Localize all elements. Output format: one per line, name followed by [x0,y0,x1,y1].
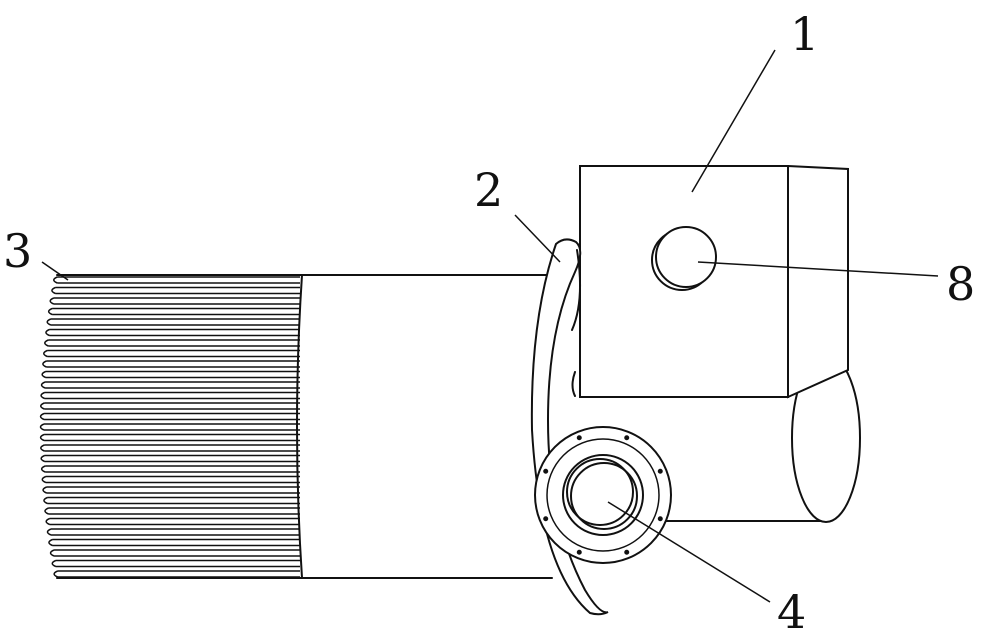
label-part-8: 8 [946,257,975,311]
fin-rib [39,423,300,431]
box-housing [579,164,849,399]
fin-rib [44,507,300,515]
bolt-hole [624,549,630,555]
label-part-2: 2 [474,163,503,217]
fin-rib [51,286,300,295]
cooling-fins [39,274,303,579]
fin-rib [45,517,300,526]
fin-rib [45,328,300,337]
fin-rib [43,496,300,505]
label-part-4: 4 [777,585,806,636]
bolt-hole [576,435,582,441]
fin-rib [43,349,300,358]
bolt-hole [543,516,549,522]
bolt-hole [543,468,549,474]
fin-rib [53,570,300,578]
fin-rib [49,549,300,557]
fin-rib [41,475,300,484]
fin-rib [40,444,300,452]
bolt-hole [657,468,663,474]
fin-rib [53,276,300,284]
fin-rib [39,433,300,442]
fin-rib [51,559,300,568]
fin-rib [40,465,300,473]
flange [534,426,672,564]
fin-rib [46,318,300,326]
fin-rib [41,370,300,379]
fin-rib [40,402,300,410]
knob [651,226,717,291]
fin-rib [42,486,300,494]
fin-rib [46,528,300,536]
fin-rib [47,307,300,316]
fin-rib [44,339,300,347]
fin-rib [40,381,300,389]
fin-rib [49,297,300,305]
fin-rib [40,391,300,400]
label-part-3: 3 [3,224,32,278]
bolt-hole [657,516,663,522]
main-cylinder [301,274,553,579]
fin-rib [48,538,300,547]
fin-rib [39,412,300,421]
bolt-hole [624,435,630,441]
fin-rib [42,360,300,368]
bolt-hole [576,549,582,555]
fin-rib [40,454,300,463]
leader-lines [41,49,939,603]
label-part-1: 1 [790,7,819,61]
